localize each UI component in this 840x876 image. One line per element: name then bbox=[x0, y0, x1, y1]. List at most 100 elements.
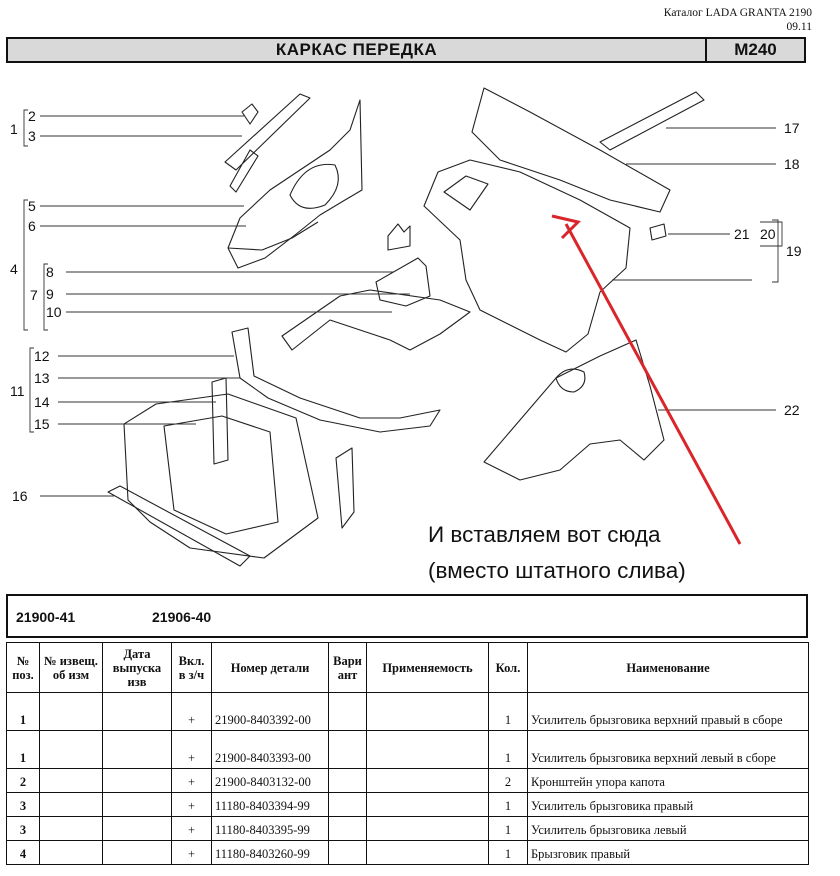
part-9-side-member bbox=[375, 257, 431, 307]
catalog-header: Каталог LADA GRANTA 2190 09.11 bbox=[664, 6, 812, 34]
col-header-incl: Вкл. в з/ч bbox=[171, 642, 212, 693]
part-19-dash-panel bbox=[423, 159, 631, 353]
part-19-window bbox=[443, 175, 489, 211]
callout-8: 8 bbox=[46, 264, 54, 280]
part-18-cowl-panel bbox=[471, 87, 671, 213]
callout-9: 9 bbox=[46, 286, 54, 302]
table-row: 3 + 11180-8403395-99 1 Усилитель брызгов… bbox=[6, 816, 809, 841]
cell-name: Брызговик правый bbox=[527, 840, 809, 865]
part-17-strip bbox=[599, 91, 705, 151]
front-post bbox=[335, 447, 355, 529]
cell-name: Усилитель брызговика верхний правый в сб… bbox=[527, 692, 809, 731]
part-15-radiator-frame bbox=[123, 393, 319, 559]
catalog-date: 09.11 bbox=[786, 21, 812, 33]
part-8-bracket bbox=[387, 223, 411, 251]
cell-pos: 4 bbox=[6, 840, 40, 865]
table-row: 4 + 11180-8403260-99 1 Брызговик правый bbox=[6, 840, 809, 865]
cell-qty: 1 bbox=[488, 792, 528, 817]
callout-3: 3 bbox=[28, 128, 36, 144]
cell-part-no: 21900-8403392-00 bbox=[211, 692, 329, 731]
cell-pos: 3 bbox=[6, 792, 40, 817]
callout-7: 7 bbox=[30, 287, 38, 303]
callout-15: 15 bbox=[34, 416, 50, 432]
callout-11: 11 bbox=[10, 383, 25, 399]
part-16-lower-beam bbox=[107, 485, 251, 567]
cell-name: Кронштейн упора капота bbox=[527, 768, 809, 793]
cell-incl: + bbox=[171, 768, 212, 793]
col-header-usage: Применяемость bbox=[366, 642, 489, 693]
cell-part-no: 11180-8403394-99 bbox=[211, 792, 329, 817]
parts-table: № поз. № извещ. об изм Дата выпуска изв … bbox=[6, 642, 809, 865]
callout-10: 10 bbox=[46, 304, 62, 320]
part-15-frame-opening bbox=[163, 415, 279, 535]
cell-part-no: 21900-8403393-00 bbox=[211, 730, 329, 769]
callout-19: 19 bbox=[786, 243, 802, 259]
cell-qty: 1 bbox=[488, 816, 528, 841]
part-5-mudguard bbox=[227, 99, 363, 269]
callout-5: 5 bbox=[28, 198, 36, 214]
part-22-strut-tower bbox=[555, 368, 586, 393]
cell-part-no: 11180-8403260-99 bbox=[211, 840, 329, 865]
col-header-date: Дата выпуска изв bbox=[102, 642, 172, 693]
cell-part-no: 21900-8403132-00 bbox=[211, 768, 329, 793]
part-22-left-mudguard bbox=[483, 339, 665, 481]
cell-qty: 1 bbox=[488, 730, 528, 769]
cell-qty: 2 bbox=[488, 768, 528, 793]
cell-qty: 1 bbox=[488, 692, 528, 731]
col-header-qty: Кол. bbox=[488, 642, 528, 693]
cell-incl: + bbox=[171, 792, 212, 817]
col-header-part-no: Номер детали bbox=[211, 642, 329, 693]
model-code-right: 21906-40 bbox=[152, 609, 212, 625]
callout-21: 21 bbox=[734, 226, 750, 242]
section-code: M240 bbox=[705, 39, 804, 61]
col-header-name: Наименование bbox=[527, 642, 809, 693]
cell-qty: 1 bbox=[488, 840, 528, 865]
cell-name: Усилитель брызговика верхний левый в сбо… bbox=[527, 730, 809, 769]
col-header-variant: Вари ант bbox=[328, 642, 367, 693]
callout-12: 12 bbox=[34, 348, 50, 364]
cell-pos: 2 bbox=[6, 768, 40, 793]
section-title-bar: КАРКАС ПЕРЕДКА M240 bbox=[6, 37, 806, 63]
callout-6: 6 bbox=[28, 218, 36, 234]
part-5-mudguard-wheel-arch bbox=[289, 163, 339, 209]
cell-incl: + bbox=[171, 816, 212, 841]
col-header-pos: № поз. bbox=[6, 642, 40, 693]
annotation-line-2: (вместо штатного слива) bbox=[428, 558, 686, 583]
part-21-bracket bbox=[649, 223, 667, 241]
part-3-upper-reinforcement bbox=[224, 93, 311, 193]
part-12-cross-member bbox=[231, 327, 441, 433]
cell-incl: + bbox=[171, 692, 212, 731]
cell-name: Усилитель брызговика правый bbox=[527, 792, 809, 817]
table-row: 3 + 11180-8403394-99 1 Усилитель брызгов… bbox=[6, 792, 809, 817]
callout-22: 22 bbox=[784, 402, 800, 418]
callout-18: 18 bbox=[784, 156, 800, 172]
model-bar: 21900-41 21906-40 bbox=[6, 594, 808, 638]
exploded-parts-diagram: 1 2 3 4 5 6 7 8 9 10 11 12 13 14 15 16 1… bbox=[10, 87, 802, 567]
table-row: 1 + 21900-8403392-00 1 Усилитель брызгов… bbox=[6, 692, 809, 731]
model-code-left: 21900-41 bbox=[16, 609, 76, 625]
col-header-notice: № извещ. об изм bbox=[39, 642, 103, 693]
cell-incl: + bbox=[171, 730, 212, 769]
callout-2: 2 bbox=[28, 108, 36, 124]
cell-part-no: 11180-8403395-99 bbox=[211, 816, 329, 841]
table-row: 2 + 21900-8403132-00 2 Кронштейн упора к… bbox=[6, 768, 809, 793]
callout-17: 17 bbox=[784, 120, 800, 136]
part-2-bracket bbox=[241, 103, 259, 125]
table-header-row: № поз. № извещ. об изм Дата выпуска изв … bbox=[6, 642, 809, 693]
cell-pos: 1 bbox=[6, 730, 40, 769]
callout-4: 4 bbox=[10, 261, 18, 277]
section-title: КАРКАС ПЕРЕДКА bbox=[275, 40, 438, 59]
callout-16: 16 bbox=[12, 488, 28, 504]
callout-1: 1 bbox=[10, 121, 18, 137]
part-14-post bbox=[211, 377, 229, 465]
part-6-mudguard-edge bbox=[227, 221, 319, 251]
cell-incl: + bbox=[171, 840, 212, 865]
annotation-arrow bbox=[551, 214, 742, 545]
annotation-line-1: И вставляем вот сюда bbox=[428, 522, 661, 547]
callout-14: 14 bbox=[34, 394, 50, 410]
cell-pos: 1 bbox=[6, 692, 40, 731]
table-row: 1 + 21900-8403393-00 1 Усилитель брызгов… bbox=[6, 730, 809, 769]
cell-name: Усилитель брызговика левый bbox=[527, 816, 809, 841]
cell-pos: 3 bbox=[6, 816, 40, 841]
callout-20: 20 bbox=[760, 226, 776, 242]
